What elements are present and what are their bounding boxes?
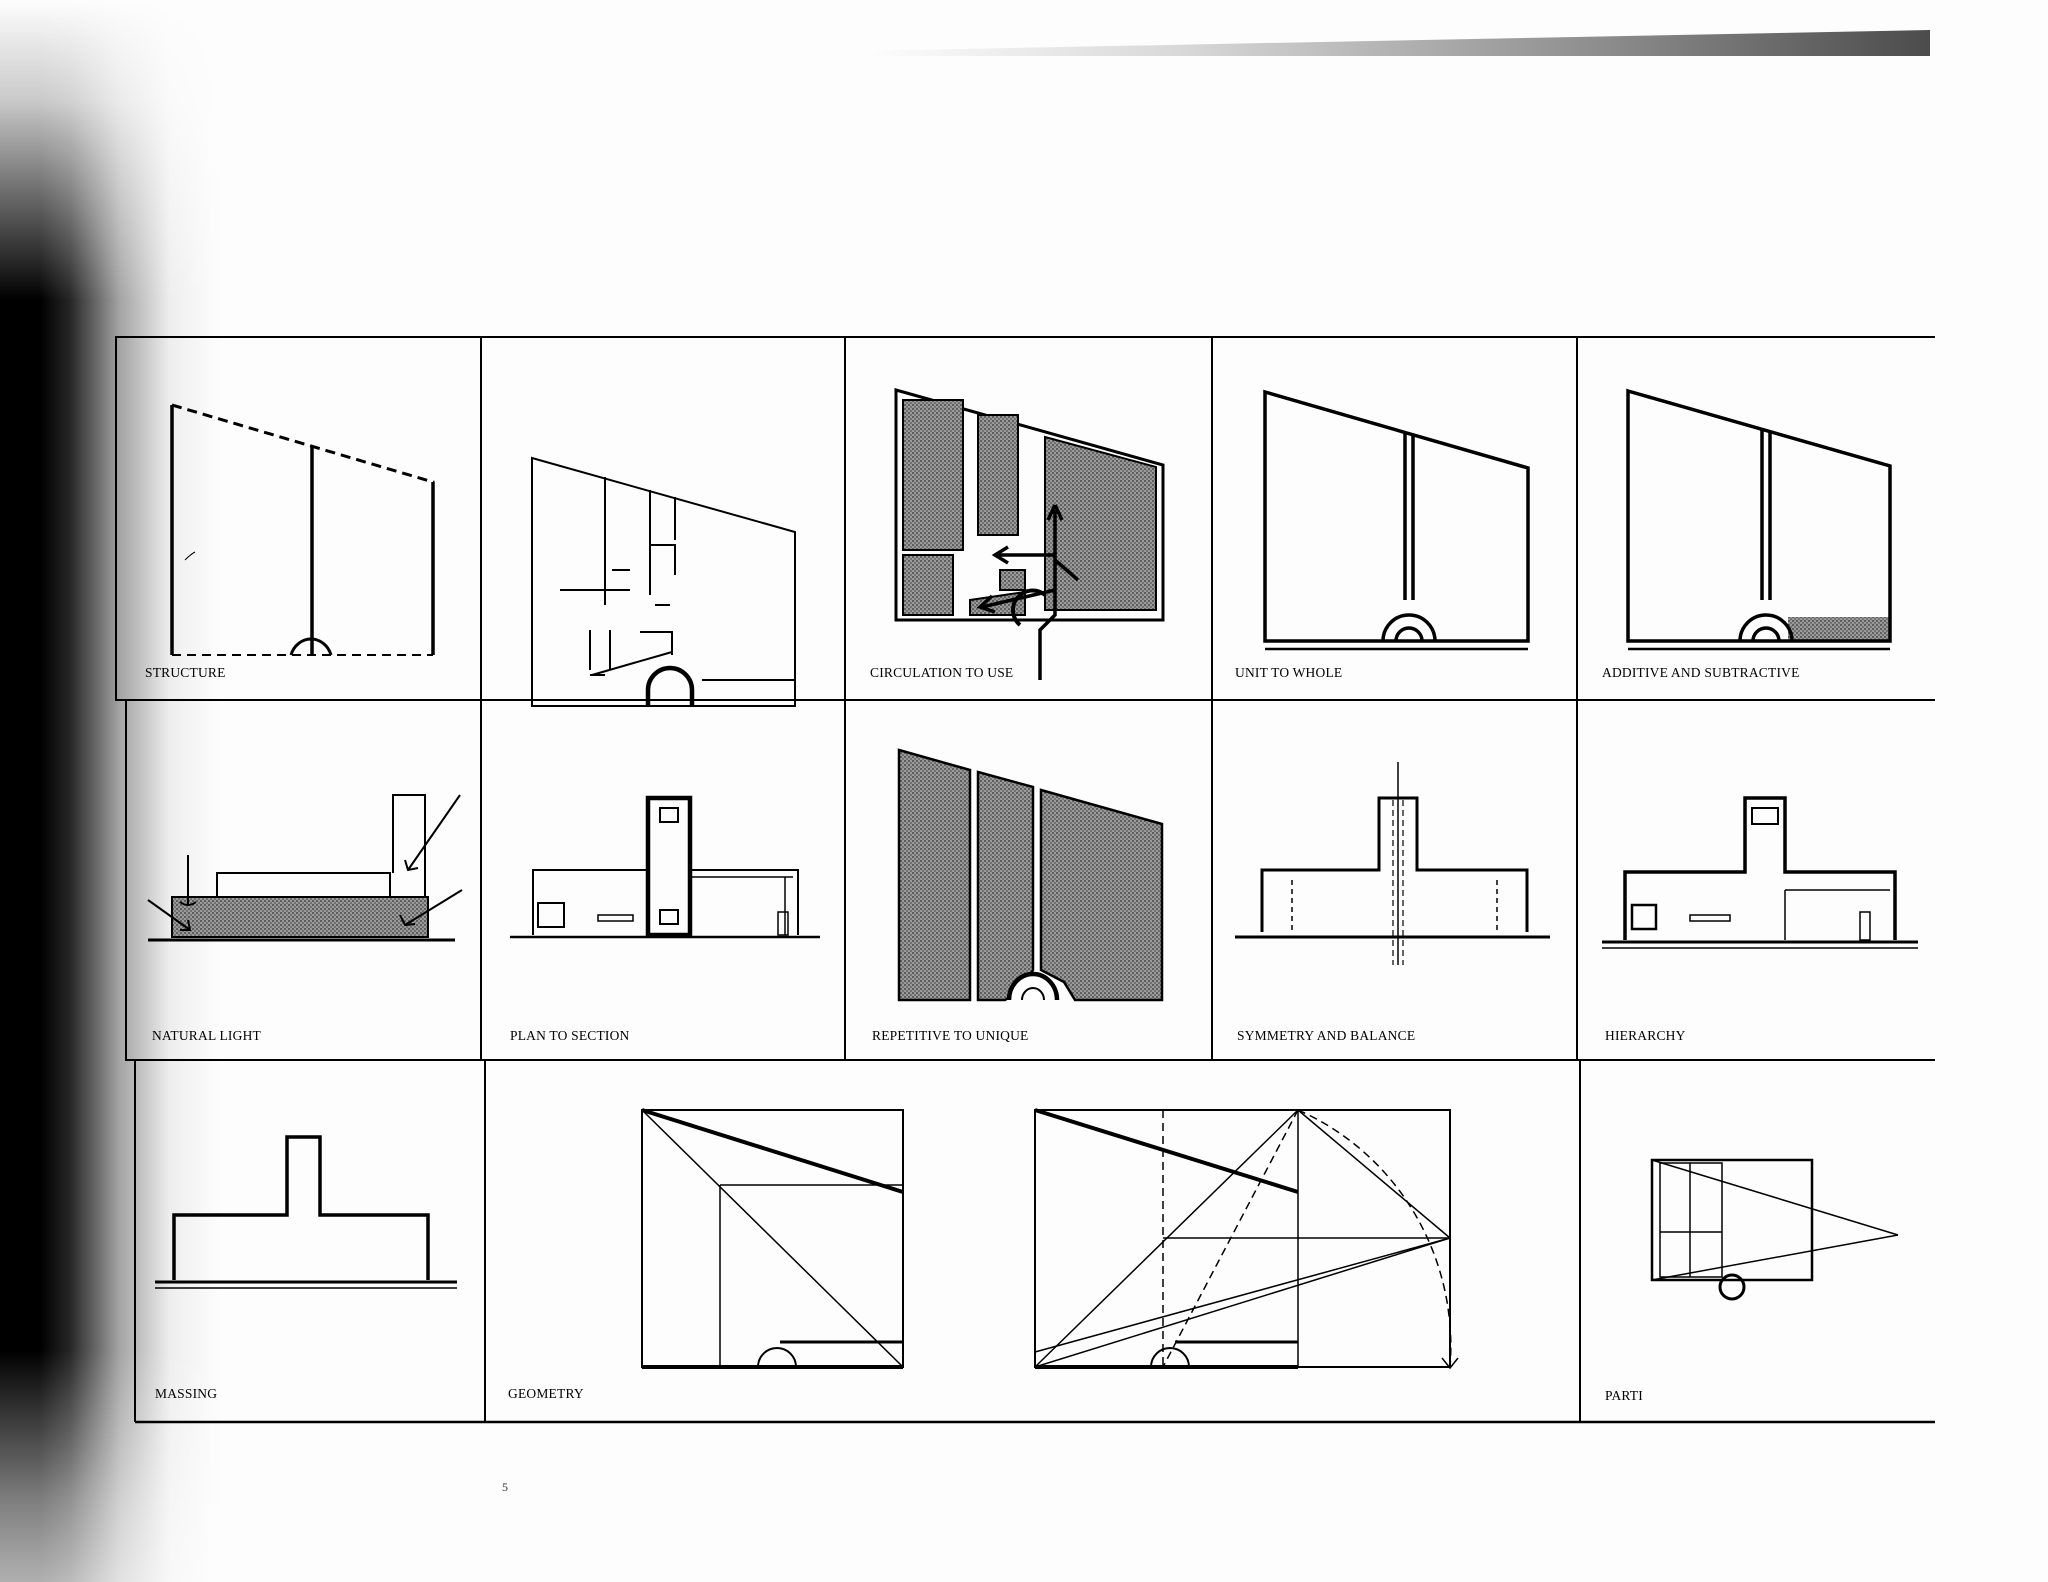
diagram-massing [155, 1135, 457, 1289]
caption-natural-light: NATURAL LIGHT [152, 1028, 262, 1043]
caption-circulation: CIRCULATION TO USE [870, 665, 1013, 680]
diagram-parti [1650, 1158, 1899, 1301]
diagram-unit-to-whole [1263, 389, 1530, 651]
caption-structure: STRUCTURE [145, 665, 226, 680]
page-number: 5 [502, 1480, 508, 1494]
diagram-circulation [894, 388, 1165, 680]
grid-lines [115, 336, 1935, 1424]
caption-parti: PARTI [1605, 1388, 1643, 1403]
diagram-structure [170, 403, 435, 656]
caption-plan-to-section: PLAN TO SECTION [510, 1028, 630, 1043]
caption-repetitive: REPETITIVE TO UNIQUE [872, 1028, 1028, 1043]
diagram-plan [531, 456, 796, 707]
diagram-geometry-left [641, 1108, 904, 1369]
diagram-additive [1626, 388, 1892, 651]
diagram-natural-light [147, 794, 463, 942]
diagram-repetitive [897, 748, 1164, 1002]
diagram-geometry-right [1034, 1108, 1459, 1370]
diagram-hierarchy [1602, 796, 1918, 949]
diagram-symmetry [1235, 762, 1550, 965]
scan-shadow-left [0, 0, 230, 1582]
caption-massing: MASSING [155, 1386, 217, 1401]
diagram-plan-to-section [510, 795, 820, 939]
caption-symmetry: SYMMETRY AND BALANCE [1237, 1028, 1415, 1043]
caption-geometry: GEOMETRY [508, 1386, 584, 1401]
caption-additive: ADDITIVE AND SUBTRACTIVE [1602, 665, 1800, 680]
caption-hierarchy: HIERARCHY [1605, 1028, 1686, 1043]
caption-unit-to-whole: UNIT TO WHOLE [1235, 665, 1342, 680]
